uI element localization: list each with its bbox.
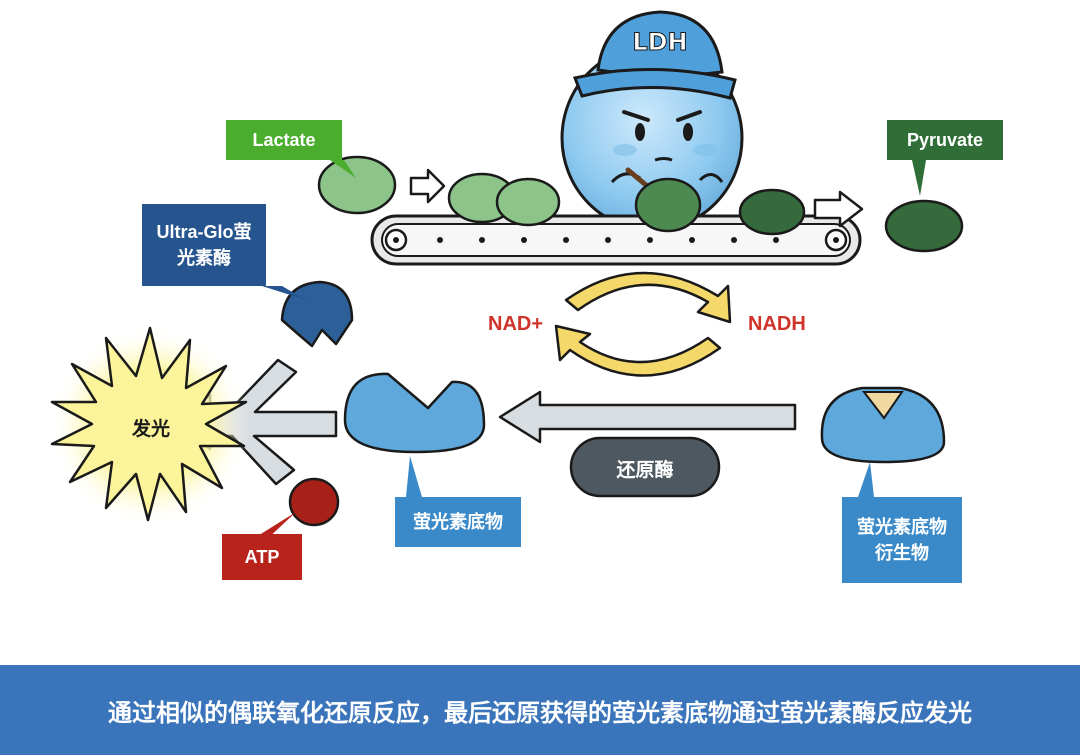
emission-text: 发光 bbox=[132, 419, 171, 440]
atp-label: ATP bbox=[222, 534, 302, 580]
ldh-cap-text: LDH bbox=[632, 28, 687, 56]
nad-cycle-arrows bbox=[554, 271, 732, 377]
process-arrows bbox=[409, 168, 864, 228]
callout-tails bbox=[248, 160, 926, 542]
reductase-blob bbox=[569, 436, 721, 498]
luciferin-substrate-shape bbox=[343, 372, 486, 454]
ldh-enzyme-character: LDH bbox=[560, 10, 744, 232]
conveyor-belt bbox=[370, 214, 862, 266]
luciferin-derivative-shape bbox=[820, 386, 946, 464]
ultra-glo-luciferase-shape bbox=[280, 280, 354, 348]
lactate-label: Lactate bbox=[226, 120, 342, 160]
pyruvate-label: Pyruvate bbox=[887, 120, 1003, 160]
caption-bar: 通过相似的偶联氧化还原反应，最后还原获得的萤光素底物通过萤光素酶反应发光 bbox=[0, 665, 1080, 755]
reduction-arrow bbox=[498, 390, 797, 444]
caption-text: 通过相似的偶联氧化还原反应，最后还原获得的萤光素底物通过萤光素酶反应发光 bbox=[108, 699, 972, 727]
nad-plus-text: NAD+ bbox=[488, 313, 544, 335]
luciferin-derivative-label: 萤光素底物衍生物 bbox=[842, 497, 962, 583]
light-burst bbox=[50, 326, 250, 526]
luciferin-label: 萤光素底物 bbox=[395, 497, 521, 547]
atp-molecule bbox=[288, 477, 340, 527]
ultra-glo-label: Ultra-Glo萤光素酶 bbox=[142, 204, 266, 286]
nadh-text: NADH bbox=[748, 313, 806, 335]
substrate-molecules bbox=[317, 155, 964, 253]
reductase-text: 还原酶 bbox=[616, 460, 674, 481]
